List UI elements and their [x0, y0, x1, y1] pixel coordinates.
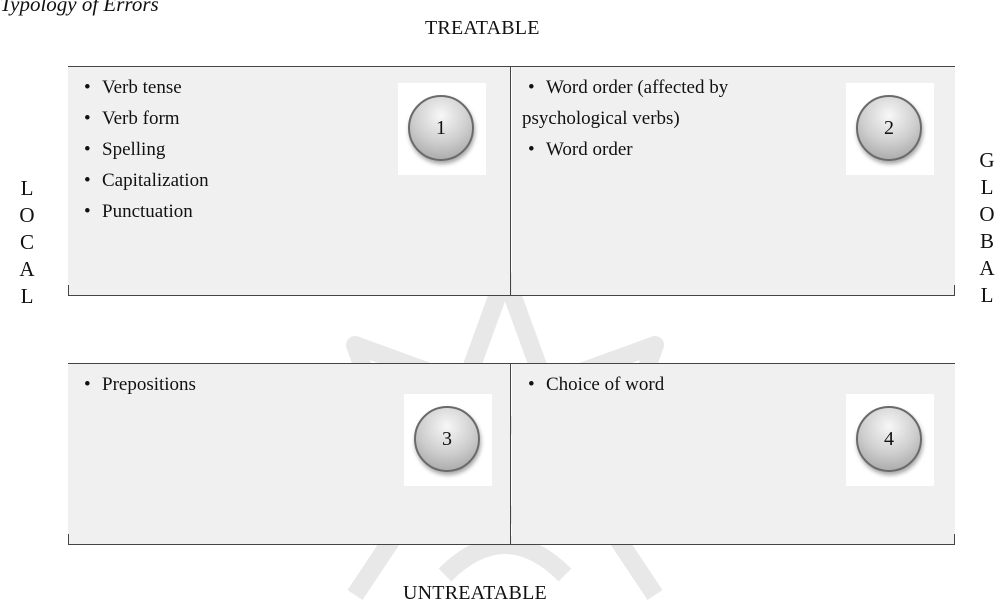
list-item-text: Punctuation: [102, 201, 193, 222]
quadrant-4-badge-backdrop: 4: [846, 394, 934, 486]
list-item: • Word order: [522, 134, 728, 165]
global-letter: O: [979, 202, 995, 226]
divider-lower: [510, 363, 511, 545]
list-item-continuation: psychological verbs): [522, 103, 728, 134]
list-item-text: Capitalization: [102, 170, 209, 191]
quadrant-1: • Verb tense • Verb form • Spelling • Capita…: [68, 67, 510, 295]
quadrant-2-badge-backdrop: 2: [846, 83, 934, 175]
global-letter: A: [979, 256, 995, 280]
local-letter: A: [19, 257, 35, 281]
local-letter: O: [19, 203, 35, 227]
local-letter: L: [20, 176, 34, 200]
bullet: •: [84, 374, 91, 395]
list-item-text: Prepositions: [102, 374, 196, 395]
bottom-border-upper: [68, 295, 955, 296]
quadrant-3: • Prepositions 3: [68, 364, 510, 544]
local-letter: L: [20, 284, 34, 308]
quadrant-3-badge-backdrop: 3: [404, 394, 492, 486]
quadrant-4-list: • Choice of word: [522, 369, 664, 400]
list-item: • Punctuation: [78, 196, 209, 227]
global-letter: B: [979, 229, 994, 253]
list-item-text: Word order (affected by: [546, 77, 729, 98]
global-letter: L: [980, 283, 994, 307]
list-item: • Prepositions: [78, 369, 196, 400]
axis-label-treatable: TREATABLE: [425, 17, 540, 39]
axis-label-global: G L O B A L: [975, 147, 999, 309]
list-item-text: Spelling: [102, 139, 166, 160]
quadrant-1-badge-backdrop: 1: [398, 83, 486, 175]
quadrant-2-list: • Word order (affected by psychological v…: [522, 72, 728, 165]
bullet: •: [528, 139, 535, 160]
list-item: • Verb form: [78, 103, 209, 134]
list-item: • Spelling: [78, 134, 209, 165]
bottom-border-lower: [68, 544, 955, 545]
quadrant-1-list: • Verb tense • Verb form • Spelling • Capita…: [78, 72, 209, 227]
quadrant-3-list: • Prepositions: [78, 369, 196, 400]
bullet: •: [528, 77, 535, 98]
bullet: •: [84, 77, 91, 98]
number-badge: 1: [408, 95, 474, 161]
global-letter: L: [980, 175, 994, 199]
tick-upper-left: [68, 285, 69, 296]
local-letter: C: [19, 230, 34, 254]
bullet: •: [84, 170, 91, 191]
bullet: •: [84, 108, 91, 129]
top-border-upper: [68, 66, 955, 67]
divider-upper: [510, 66, 511, 296]
list-item: • Verb tense: [78, 72, 209, 103]
top-border-lower: [68, 363, 955, 364]
tick-upper-right: [954, 285, 955, 296]
list-item: • Choice of word: [522, 369, 664, 400]
tick-lower-left: [68, 534, 69, 545]
quadrant-2: • Word order (affected by psychological v…: [512, 67, 955, 295]
bullet: •: [528, 374, 535, 395]
tick-lower-right: [954, 534, 955, 545]
number-badge: 4: [856, 406, 922, 472]
global-letter: G: [979, 148, 995, 172]
list-item-text: Verb tense: [102, 77, 182, 98]
bullet: •: [84, 201, 91, 222]
list-item-text: Verb form: [102, 108, 180, 129]
figure-caption: Typology of Errors: [0, 0, 159, 16]
bullet: •: [84, 139, 91, 160]
list-item: • Capitalization: [78, 165, 209, 196]
quadrant-4: • Choice of word 4: [512, 364, 955, 544]
list-item-text: Word order: [546, 139, 633, 160]
axis-label-local: L O C A L: [15, 175, 39, 310]
list-item-text: psychological verbs): [522, 108, 680, 129]
number-badge: 3: [414, 406, 480, 472]
axis-label-untreatable: UNTREATABLE: [403, 582, 547, 604]
number-badge: 2: [856, 95, 922, 161]
list-item: • Word order (affected by: [522, 72, 728, 103]
list-item-text: Choice of word: [546, 374, 665, 395]
